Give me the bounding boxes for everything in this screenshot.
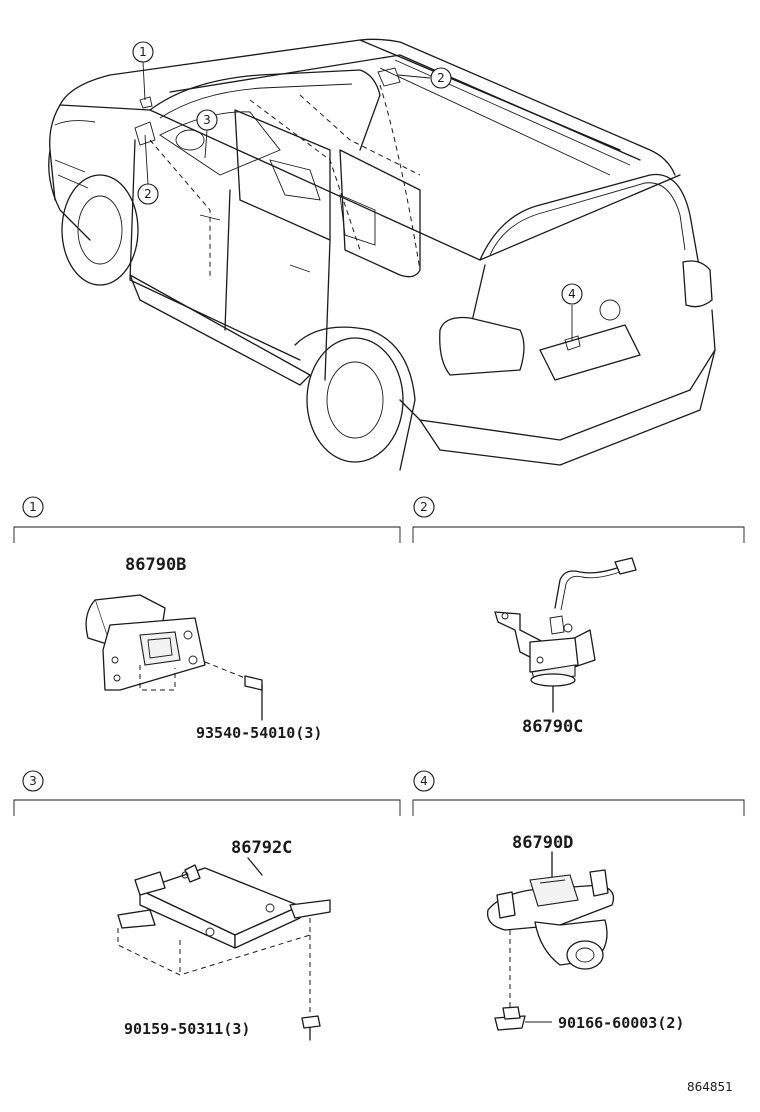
fastener-90166-60003: 90166-60003(2): [558, 1014, 684, 1032]
callout-2-top: 2: [430, 67, 452, 89]
svg-text:1: 1: [29, 500, 37, 514]
diagram-reference-number: 864851: [687, 1080, 733, 1094]
front-camera-assembly: [85, 594, 263, 721]
fastener-90159-50311: 90159-50311(3): [124, 1020, 250, 1038]
section-2: 2 86790C: [412, 496, 745, 737]
svg-text:2: 2: [144, 187, 152, 201]
section-1: 1 86790B 93540-54010(3): [13, 496, 401, 742]
part-number-86790B: 86790B: [125, 555, 186, 575]
part-number-86790C: 86790C: [522, 717, 583, 737]
callout-leaders: [142, 61, 573, 340]
part-number-86790D: 86790D: [512, 833, 573, 853]
part-number-86792C: 86792C: [231, 838, 292, 858]
svg-text:1: 1: [139, 45, 147, 59]
svg-text:4: 4: [420, 774, 428, 788]
callout-1: 1: [132, 41, 154, 63]
rear-camera-assembly: [486, 851, 615, 1031]
section-3: 3 86792C 90159-50311(3): [13, 770, 401, 1041]
svg-text:3: 3: [203, 113, 211, 127]
fastener-93540-54010: 93540-54010(3): [196, 724, 322, 742]
svg-text:2: 2: [420, 500, 428, 514]
svg-text:3: 3: [29, 774, 37, 788]
side-camera-assembly: [494, 557, 637, 713]
callout-3: 3: [196, 109, 218, 131]
control-module-assembly: [117, 857, 331, 1041]
svg-text:4: 4: [568, 287, 576, 301]
vehicle-illustration: [48, 38, 716, 471]
svg-text:2: 2: [437, 71, 445, 85]
callout-2-side: 2: [137, 183, 159, 205]
callout-4: 4: [561, 283, 583, 305]
section-4: 4 86790D 90166-60003(2): [412, 770, 745, 1032]
